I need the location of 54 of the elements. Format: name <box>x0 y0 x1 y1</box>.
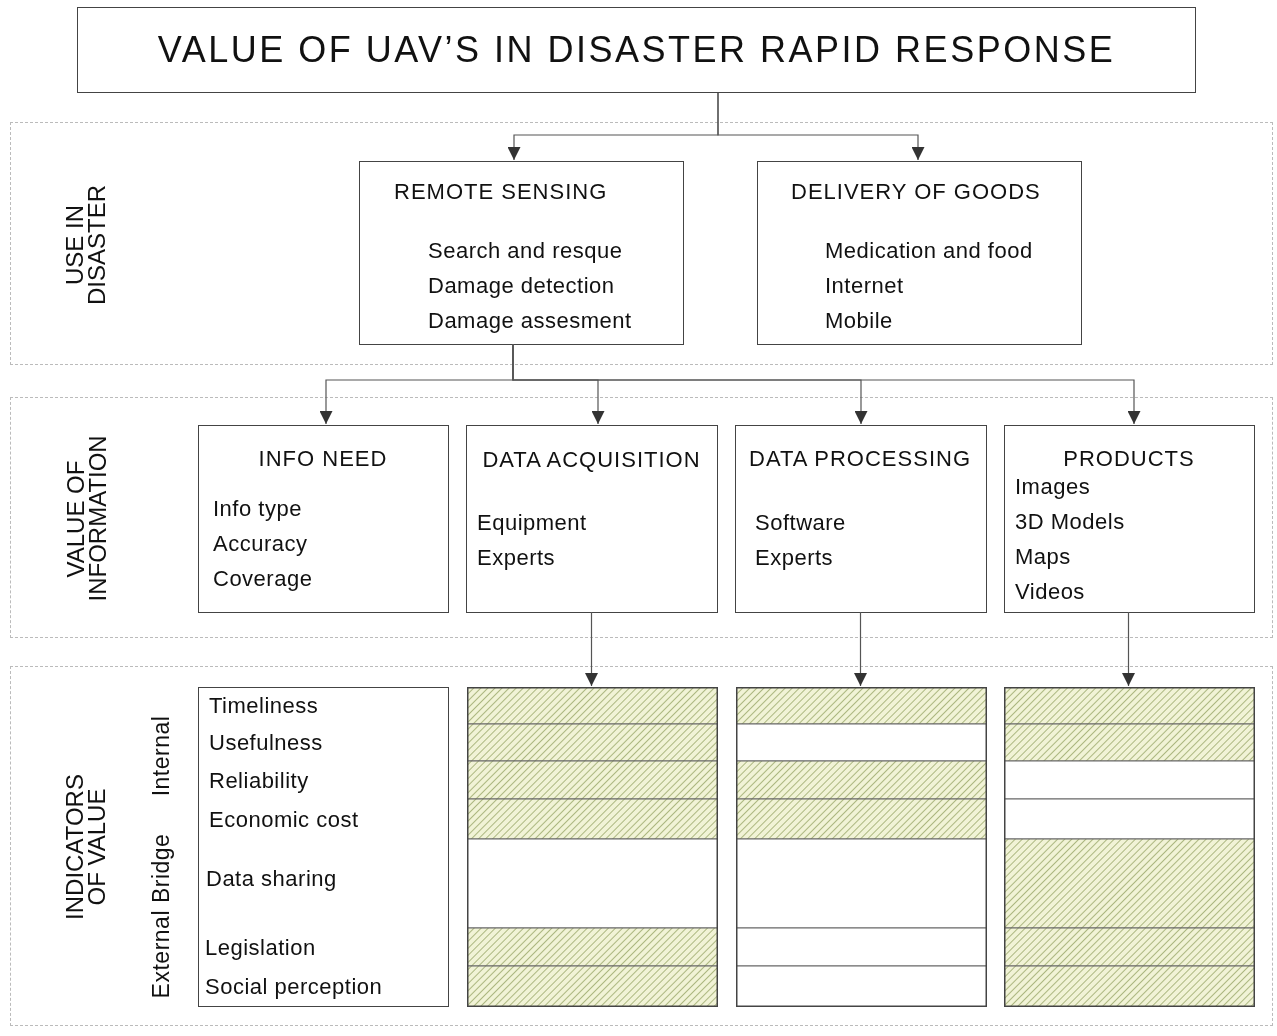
process-box <box>1004 425 1255 613</box>
indicator-label: Social perception <box>205 973 383 1001</box>
section-band <box>10 122 1273 365</box>
box-item: Damage detection <box>428 272 615 300</box>
indicator-label: Timeliness <box>209 692 319 720</box>
arrow <box>1122 611 1135 687</box>
rating-column <box>736 687 987 1007</box>
section-heading: INDICATORS OF VALUE <box>64 773 108 922</box>
section-heading: VALUE OF INFORMATION <box>64 436 108 601</box>
box-item: Images <box>1015 473 1091 501</box>
process-box <box>466 425 718 613</box>
box-heading: REMOTE SENSING <box>394 178 608 206</box>
box-heading: VALUE OF UAV’S IN DISASTER RAPID RESPONSE <box>157 29 1116 71</box>
rating-column <box>1004 687 1255 1007</box>
box-item: Software <box>755 509 846 537</box>
arrow <box>512 343 1141 425</box>
box-item: Experts <box>477 544 556 572</box>
rating-column <box>467 687 718 1007</box>
arrow <box>585 611 598 687</box>
arrow <box>854 611 867 687</box>
title-box <box>77 7 1196 93</box>
box-item: 3D Models <box>1015 508 1125 536</box>
process-box <box>198 425 449 613</box>
box-item: Videos <box>1015 578 1085 606</box>
box-item: Maps <box>1015 543 1071 571</box>
section-band <box>10 666 1273 1026</box>
box-heading: DATA PROCESSING <box>749 445 971 473</box>
box-item: Experts <box>755 544 834 572</box>
section-band <box>10 397 1273 638</box>
box-item: Equipment <box>477 509 587 537</box>
box-item: Internet <box>825 272 904 300</box>
side-label: External Bridge <box>147 832 175 1001</box>
box-item: Info type <box>213 495 302 523</box>
process-box <box>359 161 684 345</box>
box-item: Damage assesment <box>428 307 632 335</box>
indicator-label: Legislation <box>205 934 316 962</box>
box-heading: DELIVERY OF GOODS <box>791 178 1041 206</box>
box-heading: DATA ACQUISITION <box>481 446 702 474</box>
indicator-label: Data sharing <box>206 865 337 893</box>
box-item: Mobile <box>825 307 893 335</box>
box-item: Search and resque <box>428 237 623 265</box>
process-box <box>735 425 987 613</box>
box-heading: INFO NEED <box>257 445 389 473</box>
arrow <box>717 92 925 161</box>
process-box <box>757 161 1082 345</box>
box-heading: PRODUCTS <box>1062 445 1196 473</box>
indicator-box <box>198 687 449 1007</box>
section-heading: USE IN DISASTER <box>64 184 108 305</box>
box-item: Coverage <box>213 565 313 593</box>
indicator-label: Usefulness <box>209 729 323 757</box>
box-item: Medication and food <box>825 237 1033 265</box>
indicator-label: Reliability <box>209 767 309 795</box>
indicator-label: Economic cost <box>209 806 359 834</box>
box-item: Accuracy <box>213 530 308 558</box>
